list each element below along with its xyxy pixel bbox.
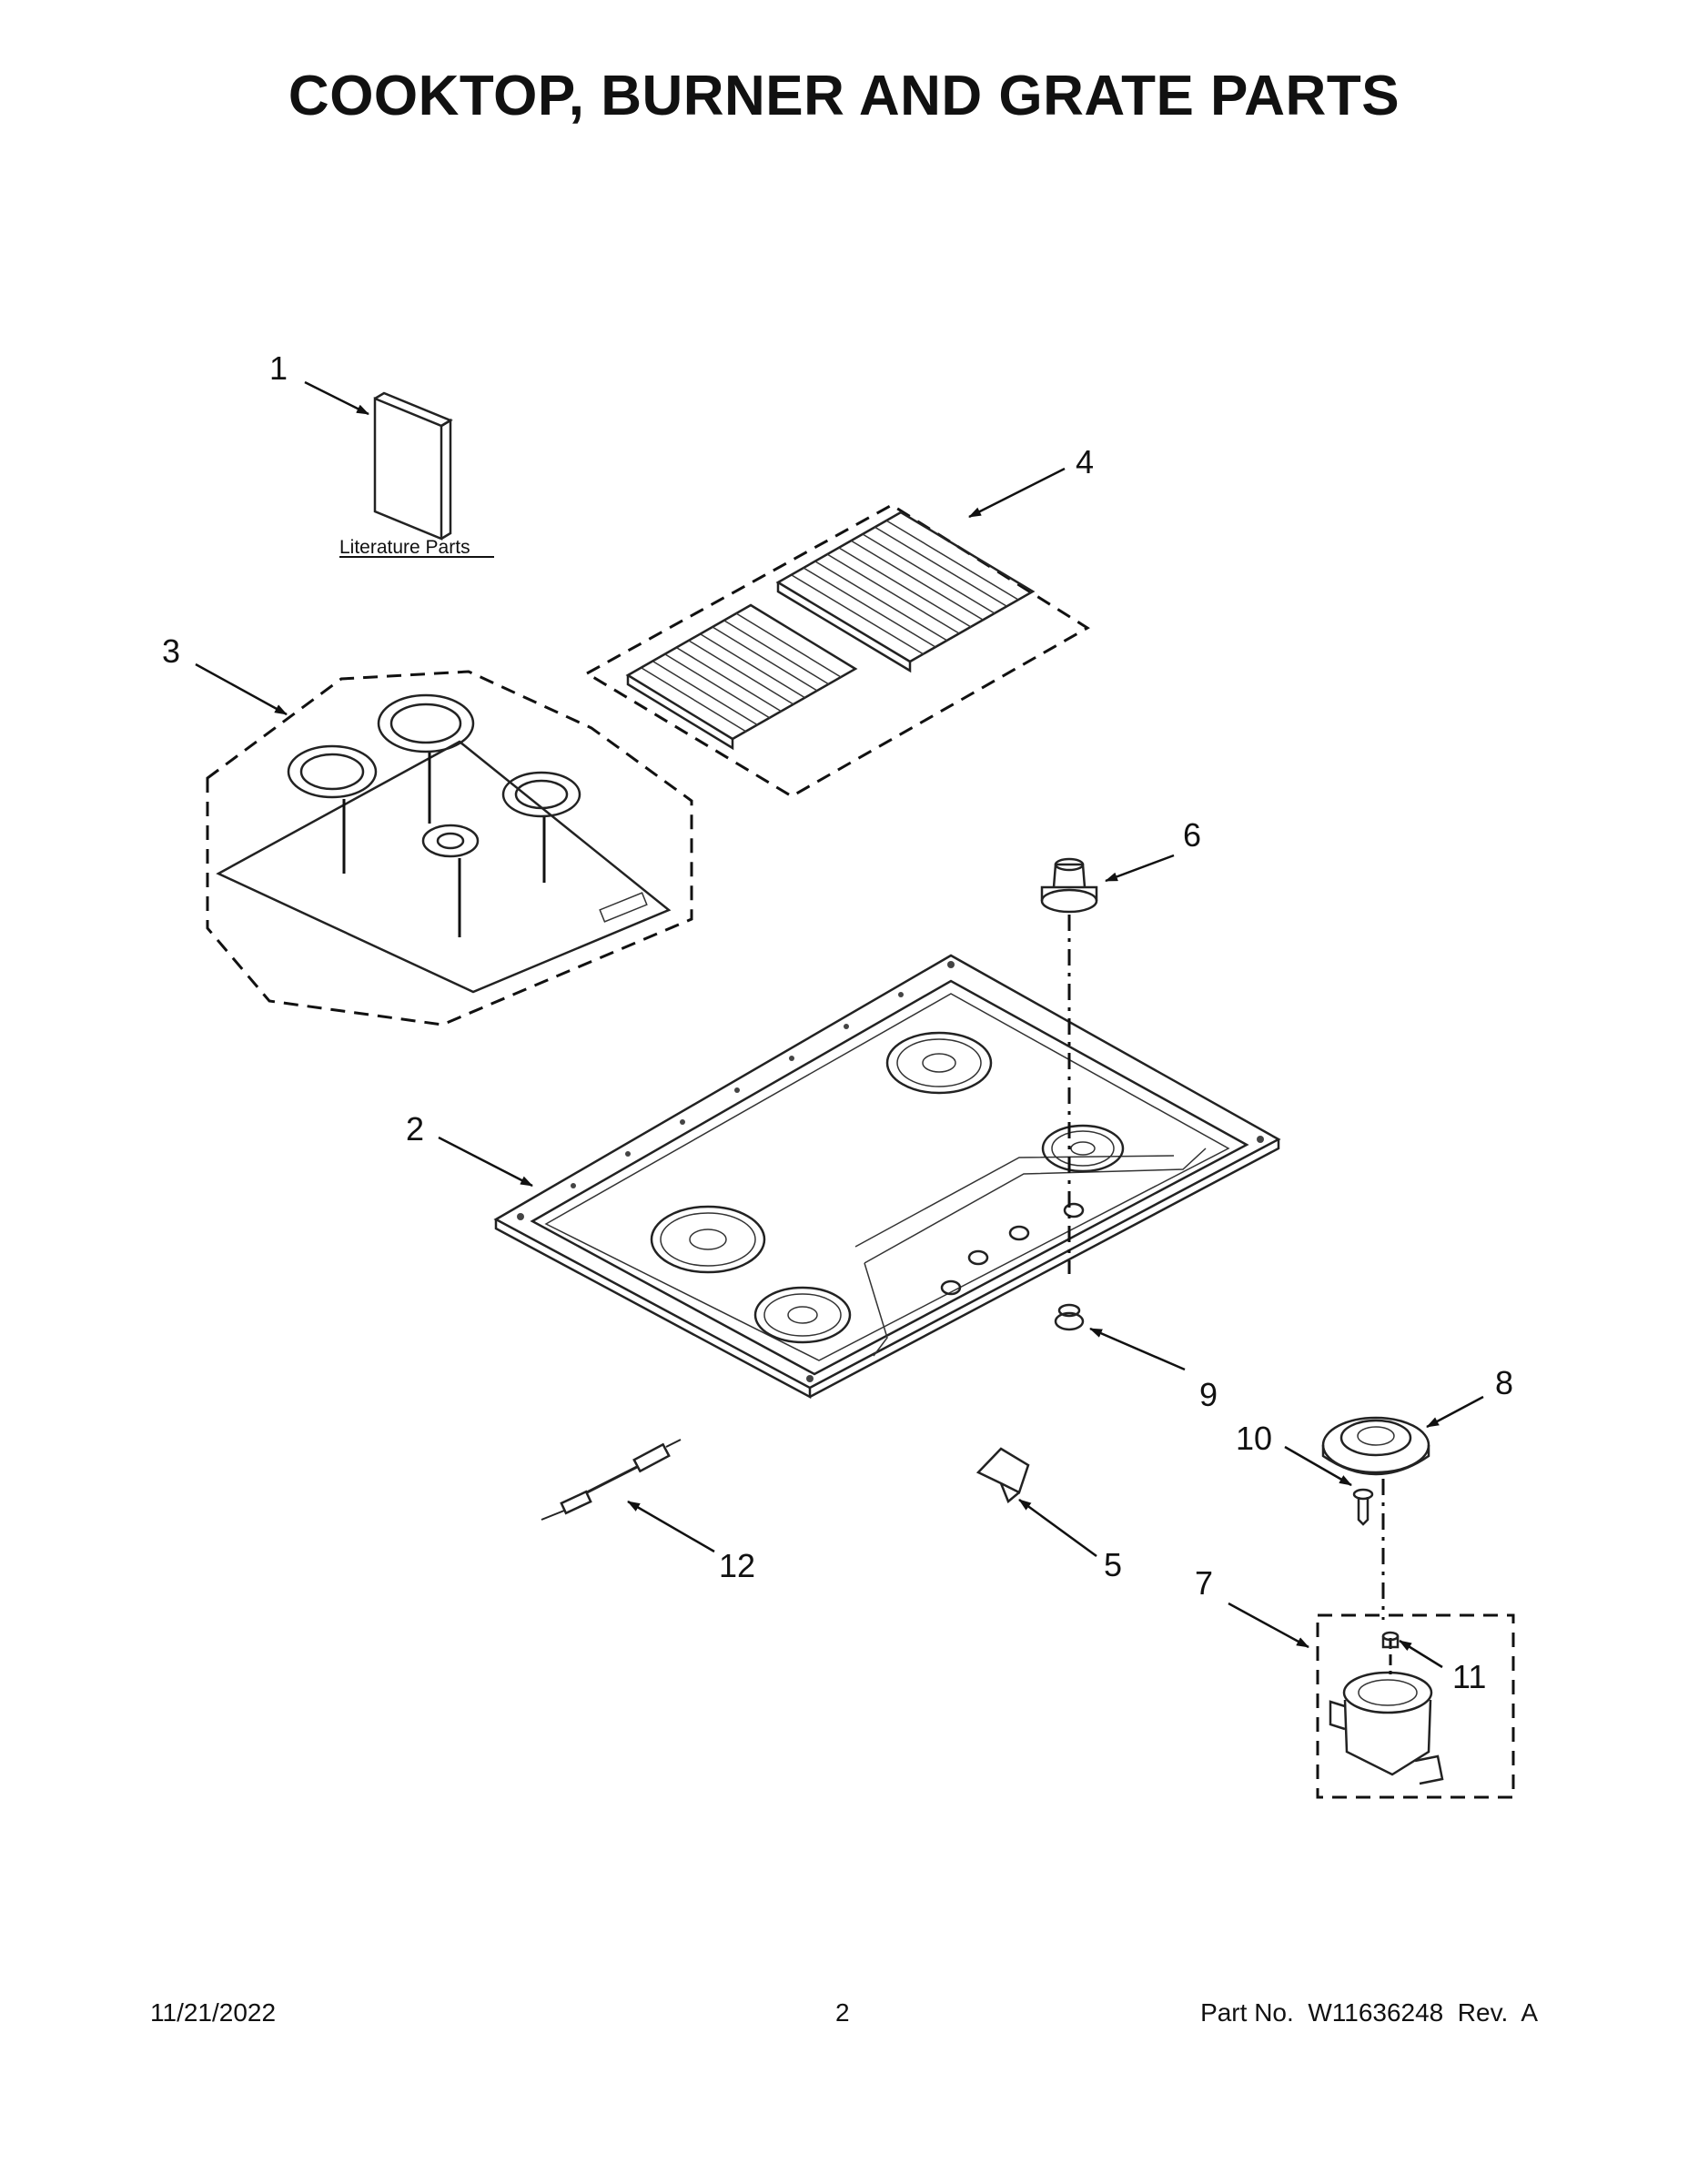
surface-burner-part xyxy=(1321,1416,1430,1620)
page-title: COOKTOP, BURNER AND GRATE PARTS xyxy=(288,65,1400,127)
callout-1: 1 xyxy=(269,349,288,387)
callout-numbers: 1 2 3 4 5 6 7 8 9 10 11 12 xyxy=(162,349,1513,1695)
callout-5: 5 xyxy=(1104,1546,1122,1583)
burner-screw-part xyxy=(1352,1488,1374,1526)
callout-11: 11 xyxy=(1452,1658,1486,1695)
burner-grates-part xyxy=(583,503,1090,798)
callout-7: 7 xyxy=(1195,1564,1213,1602)
callout-10: 10 xyxy=(1236,1420,1272,1457)
cooktop-base-pan xyxy=(493,954,1281,1400)
callout-12: 12 xyxy=(719,1547,755,1584)
literature-booklet-part: Literature Parts xyxy=(339,391,494,558)
burner-orifice-part xyxy=(1381,1631,1400,1649)
cooktop-glass-assembly xyxy=(206,670,693,1026)
callout-3: 3 xyxy=(162,632,180,670)
footer-date: 11/21/2022 xyxy=(150,1998,277,2027)
footer-page-number: 2 xyxy=(835,1998,850,2027)
callout-4: 4 xyxy=(1076,443,1094,480)
literature-parts-label: Literature Parts xyxy=(339,537,470,558)
callout-6: 6 xyxy=(1183,816,1201,854)
knob-grommet-part xyxy=(1054,1303,1085,1331)
callout-9: 9 xyxy=(1199,1376,1218,1413)
spark-electrode-part xyxy=(541,1439,682,1521)
mounting-bracket-part xyxy=(975,1447,1030,1504)
callout-8: 8 xyxy=(1495,1364,1513,1401)
callout-arrows xyxy=(195,380,1484,1669)
footer-part-number: Part No. W11636248 Rev. A xyxy=(1200,1998,1538,2027)
control-knob-part xyxy=(1040,857,1098,1274)
burner-base-assembly xyxy=(1316,1613,1515,1799)
callout-2: 2 xyxy=(406,1110,424,1148)
